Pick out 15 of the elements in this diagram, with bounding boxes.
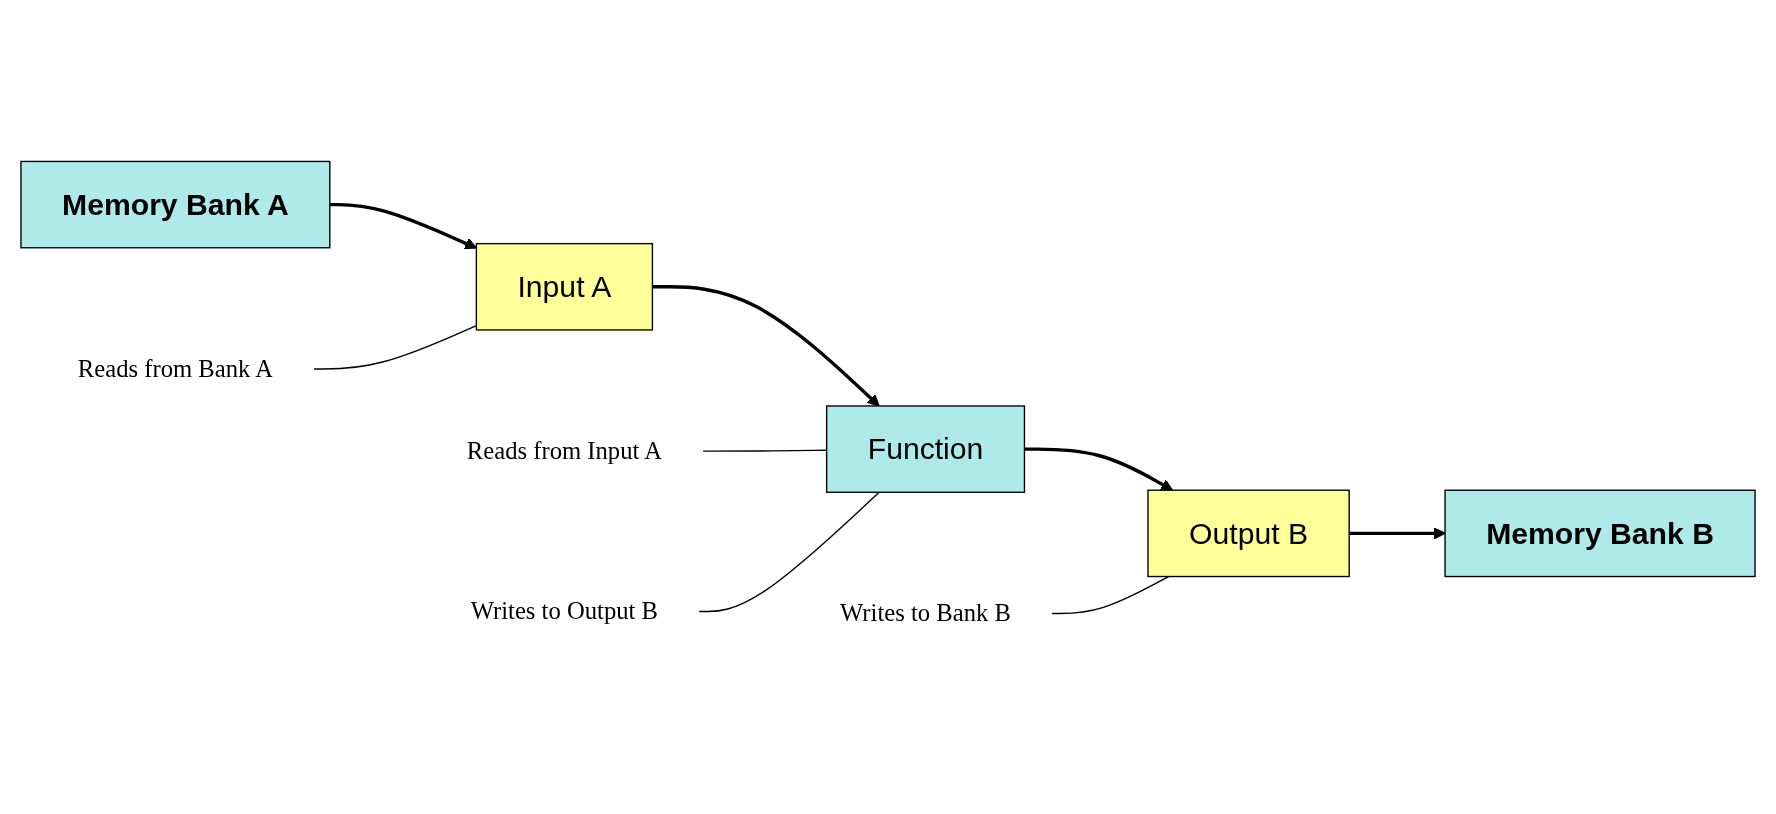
arrow <box>652 285 880 407</box>
connector <box>698 491 880 613</box>
arrow <box>1349 527 1446 540</box>
node-text: Reads from Input A <box>466 436 662 465</box>
node-box: Function <box>825 405 1026 493</box>
node-box: Input A <box>475 242 654 331</box>
connector <box>1051 575 1170 615</box>
arrow <box>1024 447 1174 491</box>
node-text: Writes to Bank B <box>840 599 1011 627</box>
node-text: Reads from Bank A <box>77 354 273 382</box>
node-text: Writes to Output B <box>470 597 659 625</box>
node-box: Output B <box>1147 489 1350 578</box>
arrow <box>329 202 477 250</box>
node-box: Memory Bank B <box>1444 489 1756 578</box>
node-box: Memory Bank A <box>20 160 331 249</box>
